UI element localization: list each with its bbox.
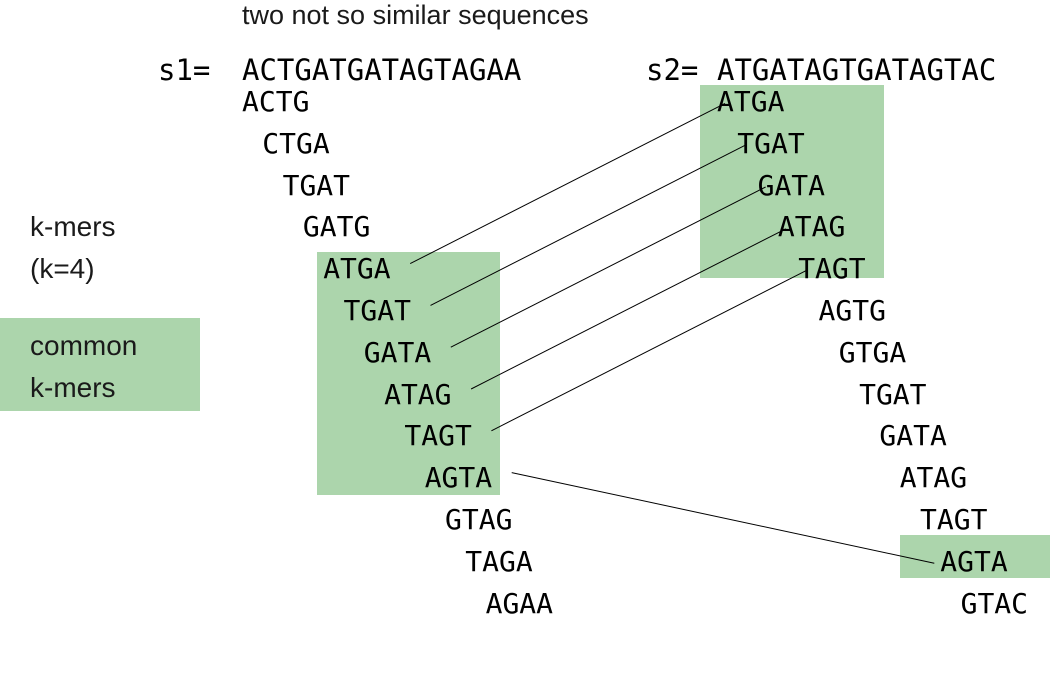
link-tgat-1	[430, 144, 746, 306]
link-tagt-4	[491, 270, 807, 432]
k-value-label: (k=4)	[30, 253, 95, 284]
link-agta-5	[511, 472, 935, 564]
link-atag-3	[470, 228, 787, 390]
link-atga-0	[409, 102, 726, 265]
legend-label-kmers: k-mers	[30, 372, 116, 403]
s2_kmers-kmer-2: GATA	[757, 168, 826, 202]
s1-common-kmers-highlight	[317, 252, 500, 495]
legend-swatch	[0, 318, 200, 411]
s1_kmers-kmer-12: AGAA	[485, 586, 554, 620]
s2_kmers-kmer-12: GTAC	[960, 586, 1029, 620]
s2-sequence: ATGATAGTGATAGTAC	[717, 53, 997, 87]
s1-sequence: ACTGATGATAGTAGAA	[242, 53, 522, 87]
s1_kmers-kmer-2: TGAT	[282, 168, 351, 202]
link-gata-2	[450, 186, 766, 348]
s2_kmers-kmer-9: ATAG	[899, 461, 968, 495]
s1_kmers-kmer-3: GATG	[302, 210, 371, 244]
s2_kmers-kmer-8: GATA	[879, 419, 947, 453]
s1_kmers-kmer-6: GATA	[363, 335, 432, 369]
s2_kmers-kmer-3: ATAG	[777, 210, 846, 244]
s1_kmers-kmer-8: TAGT	[404, 419, 472, 453]
s2-common-kmers-highlight	[700, 85, 884, 278]
s1_kmers-kmer-11: TAGA	[465, 544, 533, 578]
s1_kmers-kmer-9: AGTA	[424, 461, 493, 495]
s1_kmers-kmer-1: CTGA	[262, 126, 330, 160]
s2_kmers-kmer-10: TAGT	[920, 503, 988, 536]
s2_kmers-kmer-5: AGTG	[818, 294, 886, 327]
s1-label: s1=	[158, 53, 211, 87]
s2_kmers-kmer-11: AGTA	[940, 544, 1008, 578]
legend-label-common: common	[30, 330, 138, 361]
s2_kmers-kmer-7: TGAT	[859, 377, 927, 411]
s1_kmers-kmer-0: ACTG	[242, 85, 310, 118]
s2_kmers-kmer-4: TAGT	[798, 252, 866, 286]
s1_kmers-kmer-5: TGAT	[343, 294, 411, 327]
s2-label: s2=	[646, 53, 699, 87]
kmers-label: k-mers	[30, 211, 116, 242]
s1_kmers-kmer-4: ATGA	[323, 252, 391, 286]
diagram-title: two not so similar sequences	[242, 0, 589, 30]
s2_kmers-kmer-0: ATGA	[717, 85, 785, 118]
s2_kmers-kmer-1: TGAT	[737, 126, 805, 160]
s1_kmers-kmer-10: GTAG	[445, 503, 513, 536]
s2_kmers-kmer-6: GTGA	[838, 335, 907, 369]
s1_kmers-kmer-7: ATAG	[384, 377, 452, 411]
s2-agta-highlight	[900, 535, 1050, 578]
